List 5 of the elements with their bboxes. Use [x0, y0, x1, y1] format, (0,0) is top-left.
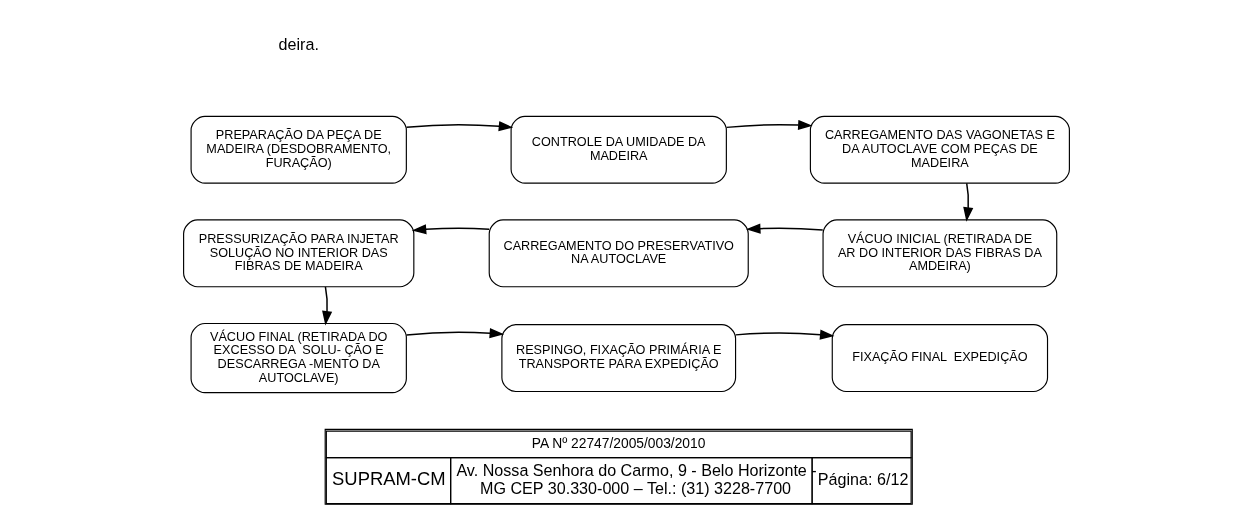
label: Av. Nossa Senhora do Carmo, 9 - Belo Horizonte - MG CEP 30.330-000 – Tel.: (31) 3228-7700 — [455, 461, 817, 497]
label: SUPRAM-CM — [331, 468, 446, 490]
label: PA Nº 22747/2005/003/2010 — [531, 434, 705, 451]
label: deira. — [278, 35, 319, 54]
label: Página: 6/12 — [817, 469, 908, 488]
